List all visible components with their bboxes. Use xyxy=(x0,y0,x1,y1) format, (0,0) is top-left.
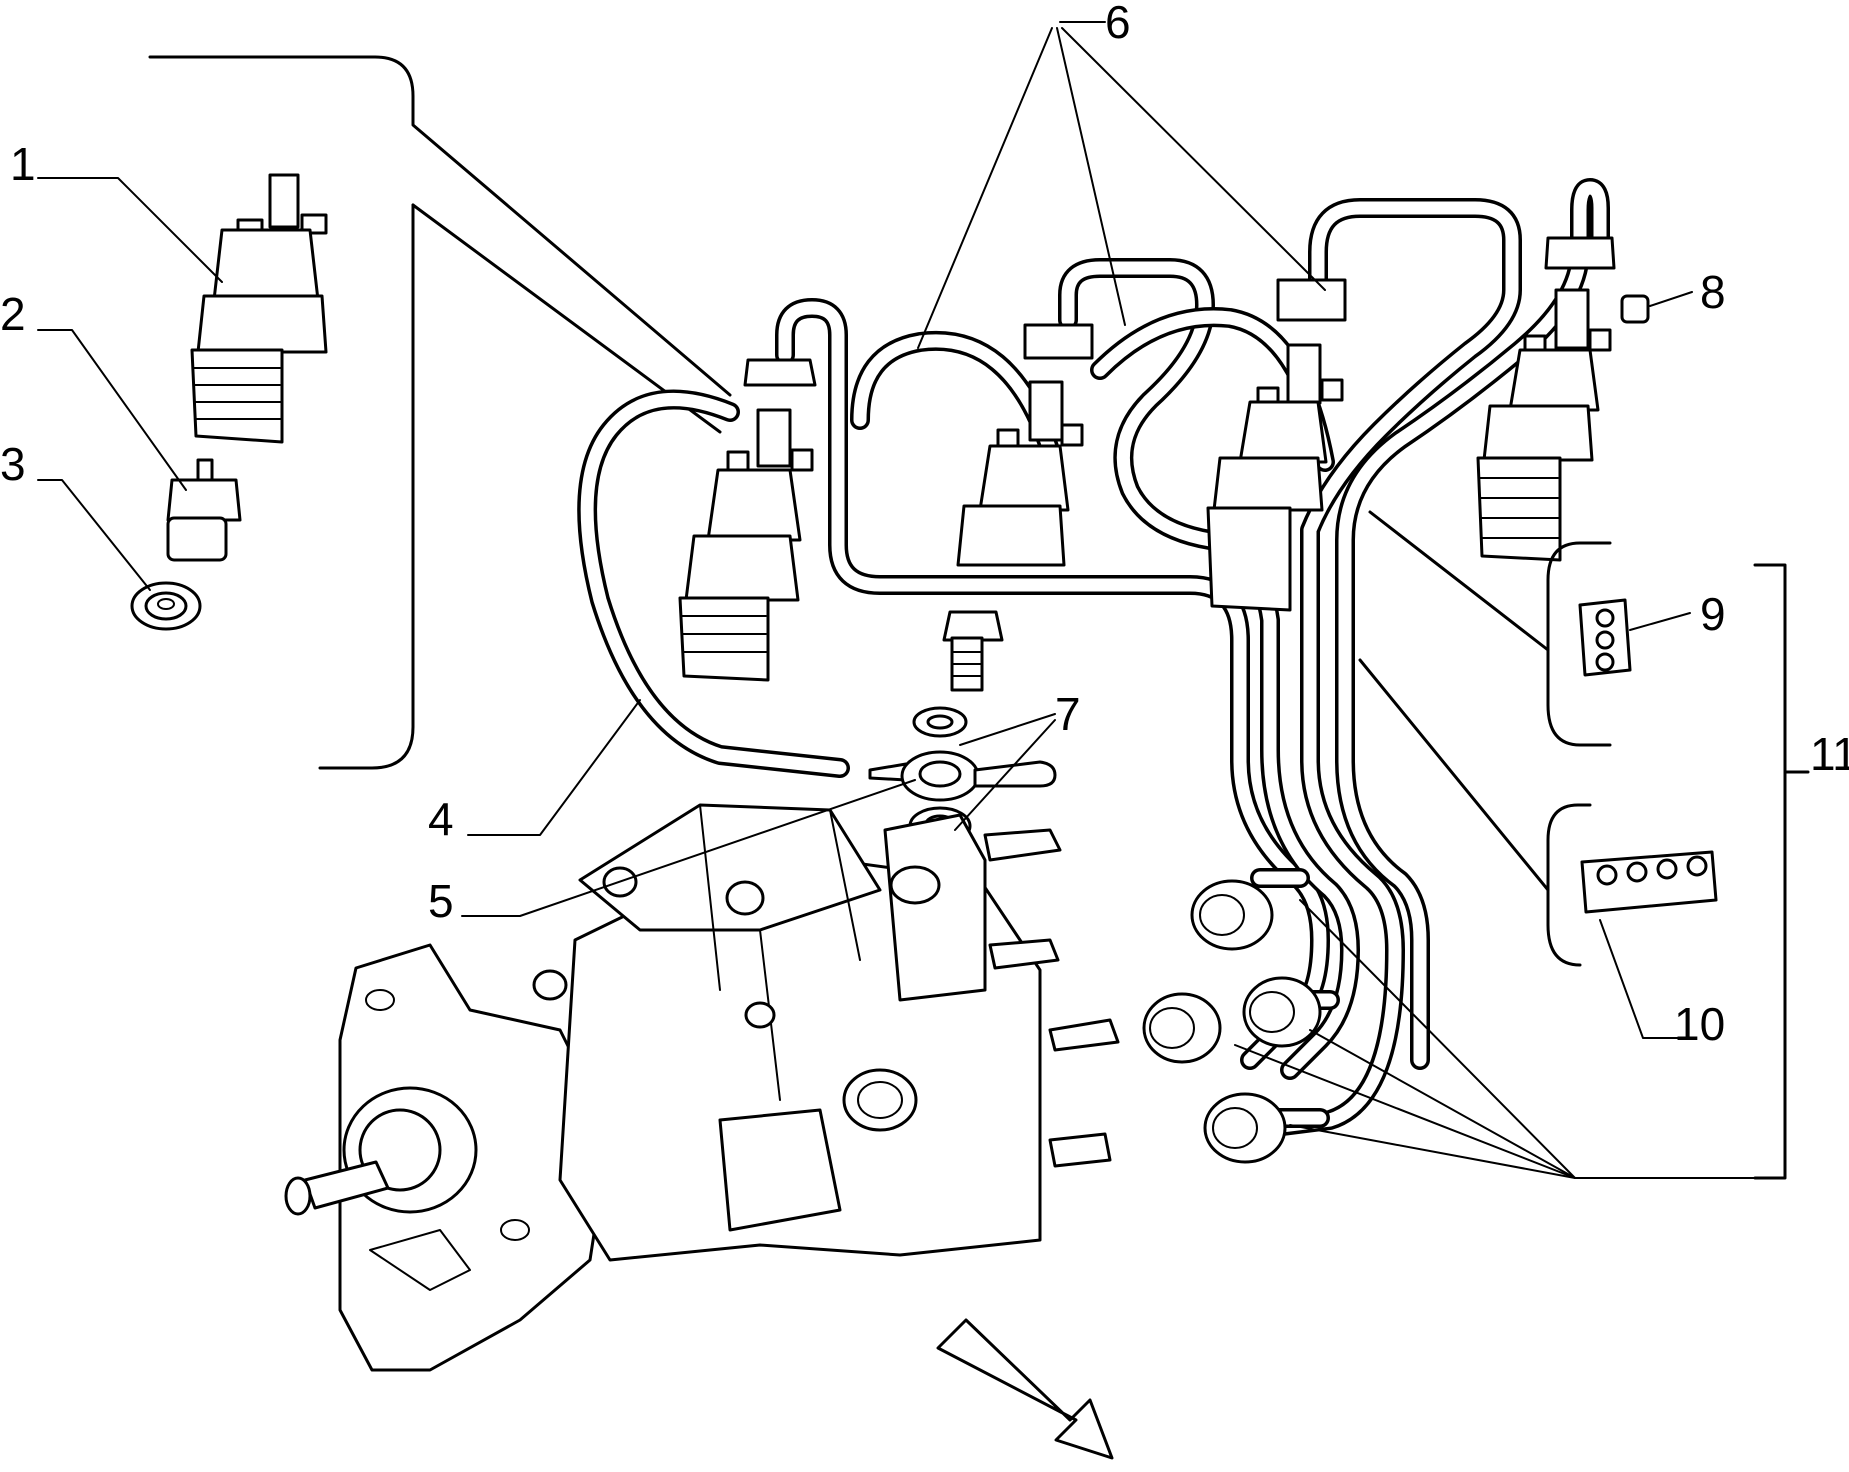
callout-4: 4 xyxy=(428,793,454,845)
clip-bracket-lower xyxy=(1358,658,1592,967)
callout-2: 2 xyxy=(0,288,26,340)
callout-1: 1 xyxy=(10,138,36,190)
part-injector-holder xyxy=(190,173,328,444)
fuel-pipes xyxy=(775,178,1610,1140)
part-cap xyxy=(1620,294,1650,324)
callout-10: 10 xyxy=(1674,998,1725,1050)
callout-3: 3 xyxy=(0,438,26,490)
part-return-hose xyxy=(577,307,1335,778)
banjo-union xyxy=(868,706,1057,846)
part-pipe-clip-large xyxy=(1580,850,1718,914)
injector-cylinder-3 xyxy=(1206,278,1347,612)
clip-bracket-upper xyxy=(1368,510,1612,747)
callout-5: 5 xyxy=(428,875,454,927)
injector-cylinder-4 xyxy=(1476,236,1616,562)
arrow-down-right-icon xyxy=(936,1318,1114,1460)
callout-8: 8 xyxy=(1700,266,1726,318)
injection-pump xyxy=(284,803,1120,1372)
injector-cylinder-1 xyxy=(678,358,817,682)
callout-6: 6 xyxy=(1105,0,1131,48)
banjo-bolt xyxy=(942,610,1004,692)
callout-9: 9 xyxy=(1700,588,1726,640)
callout-7: 7 xyxy=(1055,688,1081,740)
part-nozzle xyxy=(166,458,242,562)
part-pipe-clip-small xyxy=(1578,598,1632,677)
leader-lines xyxy=(37,21,1756,1179)
callout-11: 11 xyxy=(1810,728,1849,780)
pipe-nuts xyxy=(1142,879,1322,1164)
part-washer xyxy=(130,581,202,631)
injector-cylinder-2 xyxy=(956,323,1094,567)
group-bracket-11 xyxy=(1753,563,1810,1180)
